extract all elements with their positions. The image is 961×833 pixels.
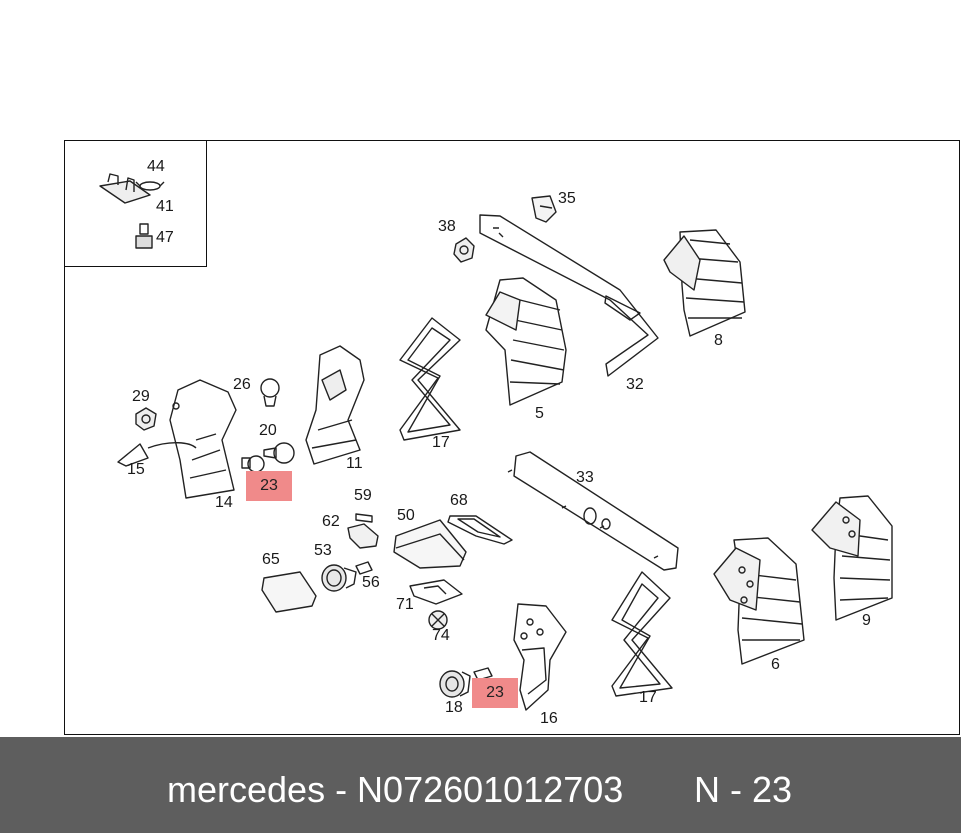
part-label-14: 14 <box>215 494 233 511</box>
bulb-holder-part-41 <box>99 173 165 204</box>
part-label-56: 56 <box>362 574 380 591</box>
part-label-17-lower: 17 <box>639 689 657 706</box>
part-label-32: 32 <box>626 376 644 393</box>
socket-part-74 <box>428 610 448 630</box>
socket-part-18 <box>439 670 471 698</box>
part-label-5: 5 <box>535 405 544 422</box>
connector-part-59 <box>355 513 373 523</box>
part-label-53: 53 <box>314 542 332 559</box>
bulb-part-20 <box>263 442 295 464</box>
bracket-part-16 <box>513 603 567 711</box>
nut-part-29 <box>135 407 157 431</box>
lens-part-65 <box>261 571 317 613</box>
part-label-50: 50 <box>397 507 415 524</box>
diagram-frame <box>64 140 960 735</box>
part-label-62: 62 <box>322 513 340 530</box>
bulb-part-23-lower <box>473 667 493 681</box>
part-label-20: 20 <box>259 422 277 439</box>
part-label-74: 74 <box>432 627 450 644</box>
cover-part-50 <box>393 519 467 569</box>
lamp-housing-part-14 <box>169 379 237 499</box>
footer-part-code: mercedes - N072601012703 <box>167 769 624 810</box>
lamp-housing-part-11 <box>305 345 365 465</box>
bracket-part-71 <box>409 579 463 605</box>
tail-lamp-part-9 <box>811 495 893 621</box>
part-label-68: 68 <box>450 492 468 509</box>
inset-label-44: 44 <box>147 158 165 175</box>
inset-label-47: 47 <box>156 229 174 246</box>
trim-strip-part-32 <box>479 214 659 377</box>
bulb-part-26 <box>260 378 280 407</box>
part-label-29: 29 <box>132 388 150 405</box>
gasket-part-68 <box>447 515 513 545</box>
tail-lamp-part-6 <box>713 537 805 665</box>
bulb-part-56 <box>355 561 373 575</box>
part-label-59: 59 <box>354 487 372 504</box>
bulb-part-23-upper <box>241 455 265 473</box>
part-label-33: 33 <box>576 469 594 486</box>
part-label-8: 8 <box>714 332 723 349</box>
bar-part-33 <box>507 451 679 571</box>
highlighted-part-label-23-lower[interactable]: 23 <box>472 678 518 708</box>
connector-part-62 <box>347 523 379 549</box>
nut-part-38 <box>453 237 475 263</box>
part-label-15: 15 <box>127 461 145 478</box>
highlighted-part-label-23-upper[interactable]: 23 <box>246 471 292 501</box>
part-label-17-upper: 17 <box>432 434 450 451</box>
harness-part-15 <box>117 442 197 467</box>
tail-lamp-part-5 <box>485 277 567 406</box>
footer-reference: N - 23 <box>694 769 793 810</box>
part-label-6: 6 <box>771 656 780 673</box>
inset-box <box>64 140 207 267</box>
clip-part-35 <box>531 195 557 223</box>
part-label-16: 16 <box>540 710 558 727</box>
inset-label-41: 41 <box>156 198 174 215</box>
part-label-26: 26 <box>233 376 251 393</box>
part-label-38: 38 <box>438 218 456 235</box>
tail-lamp-part-8 <box>663 229 746 337</box>
part-label-18: 18 <box>445 699 463 716</box>
part-label-35: 35 <box>558 190 576 207</box>
screw-part-47 <box>135 223 153 249</box>
parts-drawing <box>99 173 893 711</box>
seal-part-17-upper <box>399 317 461 441</box>
part-label-65: 65 <box>262 551 280 568</box>
footer-bar: mercedes - N072601012703 N - 23 <box>0 737 961 833</box>
part-label-71: 71 <box>396 596 414 613</box>
seal-part-17-lower <box>611 571 673 697</box>
part-label-9: 9 <box>862 612 871 629</box>
socket-part-53 <box>321 564 357 592</box>
part-label-11: 11 <box>346 455 363 472</box>
